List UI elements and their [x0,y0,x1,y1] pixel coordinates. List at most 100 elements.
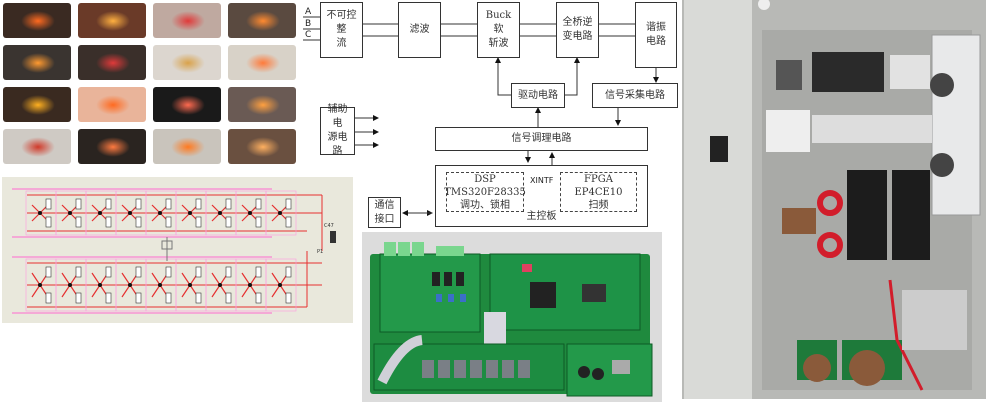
diode [128,283,132,287]
diode [98,211,102,215]
signal-conditioning-label: 信号调理电路 [511,133,572,144]
filter-label: 滤波 [409,24,430,35]
resistor [195,216,202,228]
resistor [255,266,262,278]
aux-power-label: 辅助电源电路 [327,104,348,157]
diode [188,211,192,215]
resistor [285,198,292,210]
resistor [105,198,112,210]
application-photo [3,45,71,80]
resistor [165,266,172,278]
diode [248,211,252,215]
diode [68,211,72,215]
resistor [75,216,82,228]
fpga-block: FPGA EP4CE10 扫频 [560,172,637,212]
application-photo [153,87,221,122]
resistor [45,266,52,278]
inverter-block: 全桥逆变电路 [556,2,599,58]
diode [38,283,42,287]
application-photo [153,3,221,38]
resistor [255,216,262,228]
main-board-label: 主控板 [526,211,557,222]
fpga-model: EP4CE10 [574,186,623,198]
inductor-symbol [330,231,336,243]
heated-workpiece [96,95,130,115]
application-photo [3,3,71,38]
dsp-model: TMS320F28335 [444,186,526,198]
heated-workpiece [246,11,280,31]
resistor [285,292,292,304]
resonant-label: 谐振电路 [646,22,666,47]
heated-workpiece [171,137,205,157]
input-phase-c: C [305,30,312,40]
heated-workpiece [246,137,280,157]
resistor [75,198,82,210]
diode [98,283,102,287]
input-phase-b: B [305,19,312,29]
dsp-function: 调功、锁相 [460,199,510,211]
application-photo [78,129,146,164]
comm-interface-label: 通信接口 [374,199,395,225]
diode [38,211,42,215]
resistor [135,216,142,228]
heated-workpiece [246,95,280,115]
filter-block: 滤波 [398,2,441,58]
application-photo [78,87,146,122]
heated-workpiece [171,95,205,115]
resistor [75,266,82,278]
heated-workpiece [21,11,55,31]
inverter-label: 全桥逆变电路 [562,17,593,42]
application-photo [3,87,71,122]
application-photo [78,3,146,38]
diode [278,283,282,287]
heated-workpiece [21,95,55,115]
inductor-label: P1 [317,249,323,255]
diode [278,211,282,215]
comm-interface-block: 通信接口 [368,197,401,228]
dsp-block: DSP TMS320F28335 调功、锁相 [444,172,526,212]
application-photo [153,129,221,164]
diode [128,211,132,215]
xintf-bus-label: XINTF [530,176,554,185]
heated-workpiece [171,11,205,31]
resistor [135,266,142,278]
system-block-diagram: A B C 不可控整流 滤波 Buck软斩波 全桥逆变电路 谐振电路 驱动电路 … [300,0,680,230]
signal-conditioning-block: 信号调理电路 [435,127,648,151]
resistor [75,292,82,304]
diode [248,283,252,287]
diode [218,211,222,215]
diode [68,283,72,287]
capacitor-label: C47 [324,223,334,229]
resistor [285,266,292,278]
resistor [165,292,172,304]
heated-workpiece [96,11,130,31]
application-photo [228,3,296,38]
application-photo [78,45,146,80]
signal-acquisition-block: 信号采集电路 [592,83,678,108]
fpga-title: FPGA [584,173,613,185]
cabinet-illustration [682,0,986,399]
heated-workpiece [96,53,130,73]
application-photo [153,45,221,80]
heated-workpiece [21,53,55,73]
resistor [105,266,112,278]
control-board-photo [362,232,662,402]
resistor [165,198,172,210]
pcb-illustration [370,242,653,397]
resistor [105,292,112,304]
heated-workpiece [171,53,205,73]
dsp-title: DSP [474,173,496,185]
resistor [105,216,112,228]
resistor [135,198,142,210]
resistor [285,216,292,228]
resistor [225,266,232,278]
module-cell [265,190,297,236]
module-cell [265,258,297,312]
application-photo [228,129,296,164]
resistor [255,198,262,210]
buck-label: Buck软斩波 [485,10,512,49]
diode [158,211,162,215]
application-photo-grid [0,0,300,165]
